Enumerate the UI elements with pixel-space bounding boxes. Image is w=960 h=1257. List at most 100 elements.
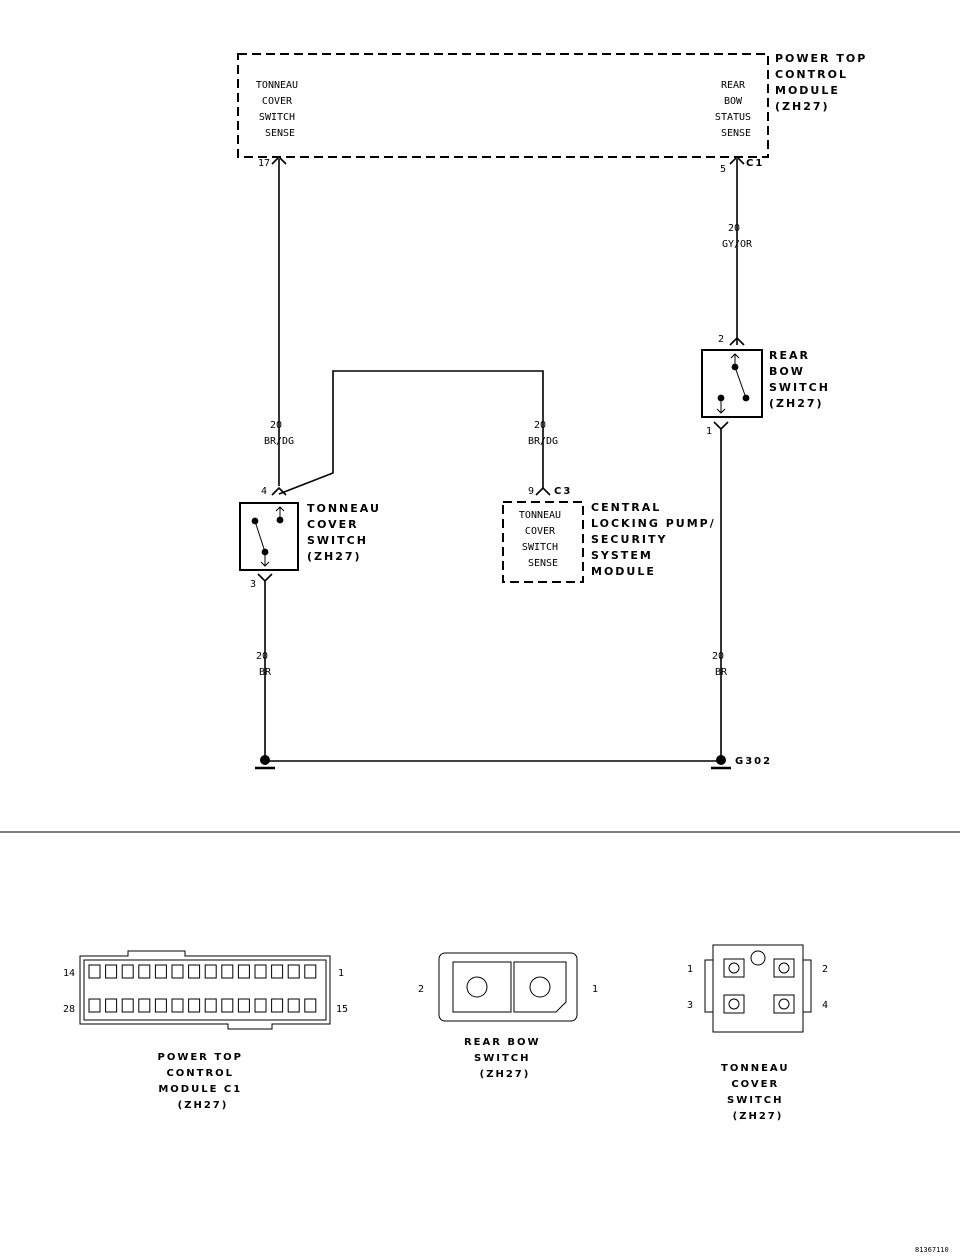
connector-pin-cavity [154, 998, 167, 1013]
tonneau-name-line: COVER [307, 518, 359, 531]
connector-pin-cavity [254, 964, 267, 979]
ptcm-c1-pin-row-top [88, 964, 317, 979]
svg-text:TONNEAU COVER SWIT: TONNEAU COVER SWITCH (ZH27) [721, 1063, 795, 1122]
connector-pin-cavity [121, 998, 134, 1013]
clp-pin-number: 9 [528, 486, 534, 497]
rear-bow-bottom-chevron [713, 421, 729, 431]
clp-pin-line: COVER [525, 526, 556, 537]
figure-id: 81367110 [915, 1246, 949, 1254]
ground-right [711, 755, 731, 770]
wires [264, 159, 738, 762]
clp-pin-line: SENSE [528, 558, 558, 569]
connector-pin-cavity [271, 998, 284, 1013]
ptcm-c1-connector-view: 14 1 28 15 POWER TOP CONTROL MODULE C1 (… [63, 950, 348, 1111]
svg-text:20 GY/OR: 20 GY/OR [722, 223, 753, 250]
tonneau-caption-line: COVER [731, 1079, 779, 1090]
rear-bow-conn-pin: 2 [418, 984, 424, 995]
connector-pin-cavity [105, 964, 118, 979]
connector-pin-cavity [154, 964, 167, 979]
power-top-control-module: TONNEAU COVER SWITCH SENSE REAR BOW STAT… [237, 52, 873, 175]
ptcm-name-line: CONTROL [775, 68, 848, 81]
clp-name-line: MODULE [591, 565, 656, 578]
tonneau-top-chevron [271, 486, 287, 496]
connector-pin-cavity [171, 998, 184, 1013]
wire-gauge: 20 [728, 223, 740, 234]
wire-gauge: 20 [534, 420, 546, 431]
ptcm-connector-id: C1 [746, 158, 764, 169]
ptcm-left-pin-number: 17 [258, 158, 270, 169]
svg-text:TONNEAU COVER SWIT: TONNEAU COVER SWITCH SENSE [256, 80, 304, 139]
wire-gauge: 20 [712, 651, 724, 662]
ptcm-right-pin-line: SENSE [721, 128, 751, 139]
connector-pin-cavity [138, 998, 151, 1013]
connector-pin-cavity [287, 964, 300, 979]
ptcm-right-pin-number: 5 [720, 164, 726, 175]
wire-color: BR [259, 667, 272, 678]
rear-bow-name-line: BOW [769, 365, 805, 378]
ptcm-left-pin-line: SENSE [265, 128, 295, 139]
tonneau-caption-line: (ZH27) [733, 1111, 784, 1122]
svg-text:REAR BOW SWITCH (Z: REAR BOW SWITCH (ZH27) [464, 1037, 546, 1080]
wire-color: BR/DG [528, 436, 558, 447]
tonneau-top-pin: 4 [261, 486, 267, 497]
ptcm-left-pin-line: TONNEAU [256, 80, 298, 91]
tonneau-name-line: (ZH27) [307, 550, 362, 563]
tonneau-caption-line: TONNEAU [721, 1063, 789, 1074]
rear-bow-top-pin: 2 [718, 334, 724, 345]
wire-gauge: 20 [256, 651, 268, 662]
connector-pin-cavity [221, 998, 234, 1013]
central-locking-pump-module: 9 C3 TONNEAU COVER SWITCH SENSE CENTRAL … [502, 486, 722, 583]
connector-pin-cavity [304, 964, 317, 979]
tonneau-conn-pin: 3 [687, 1000, 693, 1011]
ptcm-right-pin-line: REAR [721, 80, 746, 91]
ptcm-c1-caption-line: POWER TOP [157, 1052, 243, 1063]
wire-br-dg-branch [278, 370, 544, 495]
svg-text:POWER TOP CONTROL: POWER TOP CONTROL MODULE (ZH27) [775, 52, 873, 113]
rear-bow-caption-line: REAR BOW [464, 1037, 541, 1048]
svg-text:CENTRAL LOCKING PUMP/: CENTRAL LOCKING PUMP/ SECURITY SYSTEM MO… [591, 501, 722, 578]
rear-bow-connector-view: 2 1 REAR BOW SWITCH (ZH27) [418, 952, 598, 1080]
tonneau-conn-pin: 4 [822, 1000, 828, 1011]
ptcm-left-pin-chevron [271, 155, 287, 165]
tonneau-name-line: SWITCH [307, 534, 368, 547]
connector-pin-cavity [204, 964, 217, 979]
rear-bow-name-line: REAR [769, 349, 810, 362]
rear-bow-name-line: SWITCH [769, 381, 830, 394]
connector-pin-cavity [237, 964, 250, 979]
ptcm-c1-pin-label: 14 [63, 968, 75, 979]
tonneau-caption-line: SWITCH [727, 1095, 783, 1106]
connector-pin-cavity [237, 998, 250, 1013]
clp-name-line: LOCKING PUMP/ [591, 517, 716, 530]
rear-bow-caption-line: SWITCH [474, 1053, 530, 1064]
wire-color: GY/OR [722, 239, 753, 250]
ptcm-c1-caption-line: (ZH27) [178, 1100, 229, 1111]
clp-name-line: SECURITY [591, 533, 667, 546]
connector-pin-cavity [271, 964, 284, 979]
ground-label: G302 [735, 756, 772, 767]
wire-color: BR/DG [264, 436, 294, 447]
clp-name-line: CENTRAL [591, 501, 661, 514]
tonneau-conn-pin: 2 [822, 964, 828, 975]
connector-pin-cavity [254, 998, 267, 1013]
tonneau-connector-view: 1 2 3 4 TONNEAU COVER SWITCH (ZH27) [687, 944, 828, 1122]
ground-left [255, 755, 275, 770]
tonneau-conn-pin: 1 [687, 964, 693, 975]
ptcm-c1-caption-line: MODULE C1 [158, 1084, 242, 1095]
clp-pin-line: TONNEAU [519, 510, 561, 521]
rear-bow-top-chevron [729, 336, 745, 346]
rear-bow-switch: 2 REAR BOW SWITCH (ZH27) 1 [701, 334, 830, 437]
ptcm-right-pin-chevron [729, 155, 745, 165]
rear-bow-conn-pin: 1 [592, 984, 598, 995]
tonneau-bottom-pin: 3 [250, 579, 256, 590]
rear-bow-bottom-pin: 1 [706, 426, 712, 437]
rear-bow-caption-line: (ZH27) [480, 1069, 531, 1080]
connector-pin-cavity [105, 998, 118, 1013]
ptcm-c1-pin-label: 1 [338, 968, 344, 979]
tonneau-bottom-chevron [257, 573, 273, 583]
wire-gauge: 20 [270, 420, 282, 431]
connector-pin-cavity [204, 998, 217, 1013]
svg-text:POWER TOP CONTROL: POWER TOP CONTROL MODULE C1 (ZH27) [157, 1052, 248, 1111]
connector-pin-cavity [188, 964, 201, 979]
rear-bow-name-line: (ZH27) [769, 397, 824, 410]
ptcm-right-pin-line: BOW [724, 96, 743, 107]
